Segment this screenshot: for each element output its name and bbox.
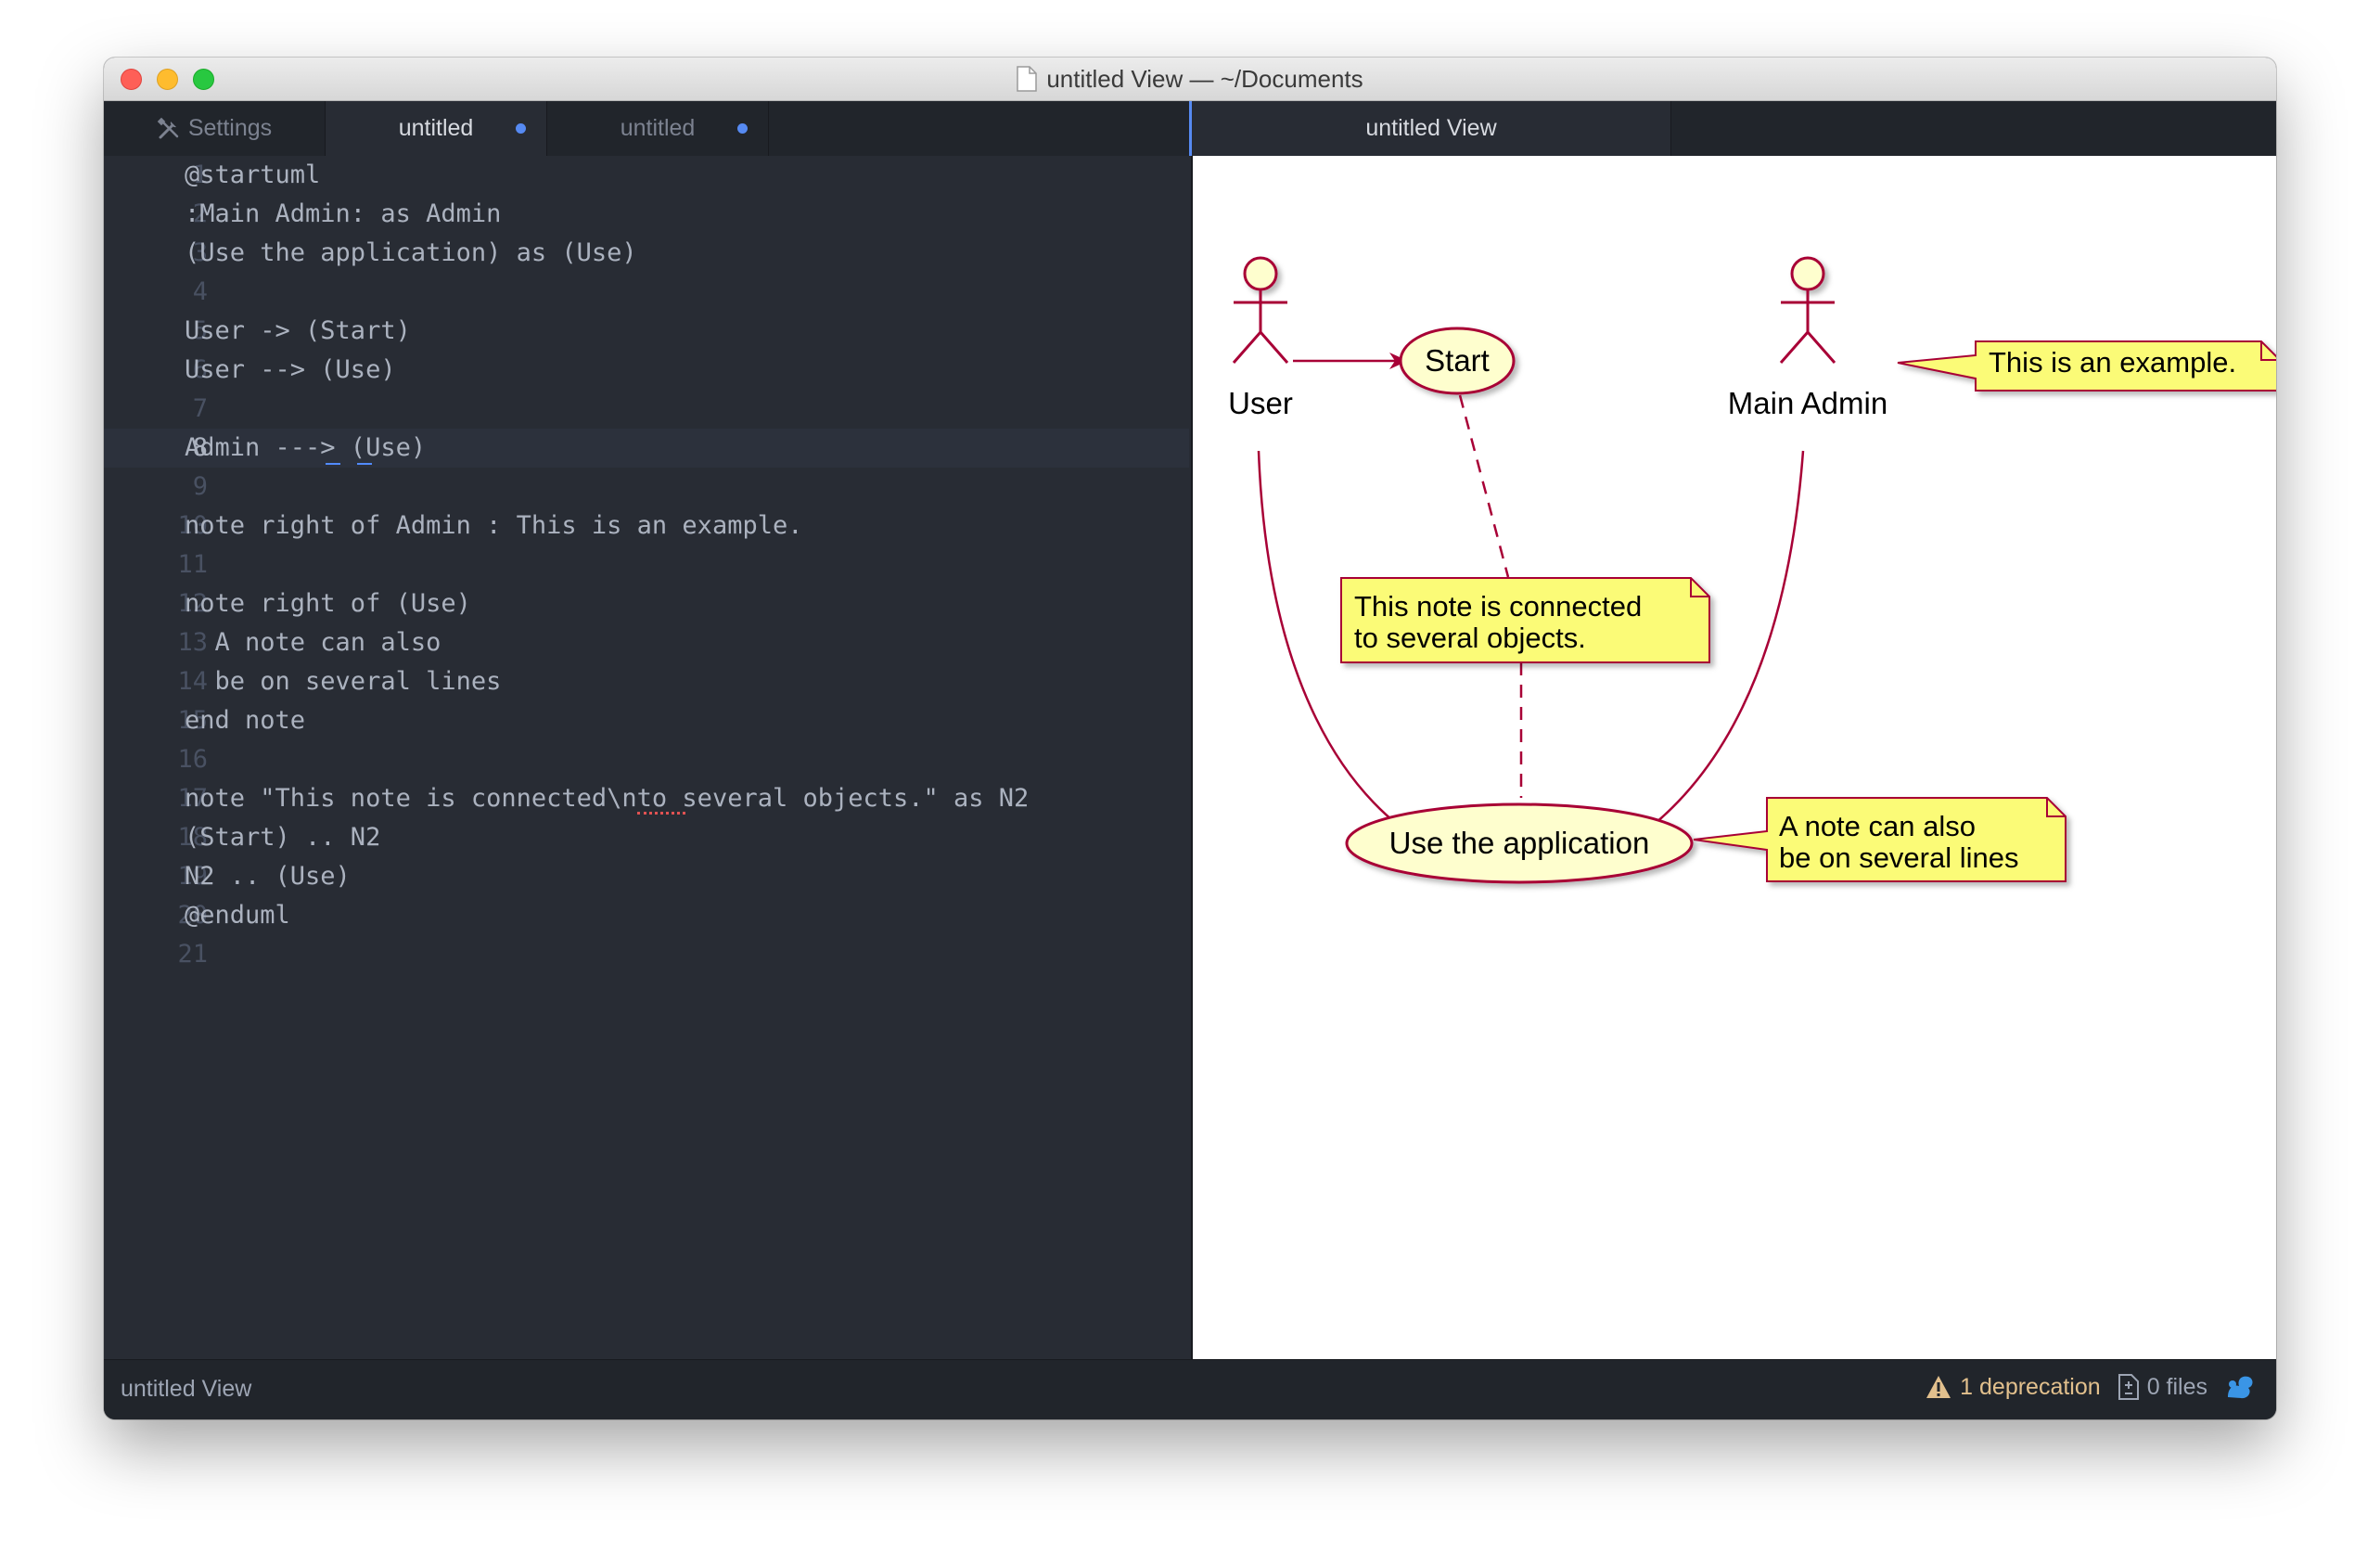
code-line: 1 @startuml (104, 156, 1189, 195)
line-number: 4 (152, 273, 208, 312)
tab-untitled-view[interactable]: untitled View (1189, 101, 1671, 156)
git-files-indicator[interactable]: 0 files (2118, 1373, 2207, 1401)
modified-indicator-icon (516, 123, 526, 134)
note-n2-line1: This note is connected (1354, 590, 1642, 623)
code-line: 16 (104, 740, 1189, 779)
line-text: User --> (Use) (185, 351, 396, 390)
code-line: 3 (Use the application) as (Use) (104, 234, 1189, 273)
status-bar: untitled View 1 deprecation 0 files (104, 1359, 2276, 1419)
code-line: 6 User --> (Use) (104, 351, 1189, 390)
actor-user-icon (1234, 258, 1287, 363)
actor-admin-label: Main Admin (1728, 386, 1887, 420)
file-diff-icon (2118, 1373, 2140, 1401)
link-start-n2 (1460, 395, 1508, 577)
note-use: A note can also be on several lines (1694, 798, 2066, 881)
line-number: 9 (152, 468, 208, 507)
line-text: A note can also (185, 623, 441, 662)
arrow-user-start (1293, 353, 1408, 369)
tab-settings[interactable]: Settings (104, 101, 326, 156)
tab-settings-label: Settings (188, 115, 272, 142)
tab-untitled-view-label: untitled View (1365, 115, 1496, 142)
diagram-preview[interactable]: User Main Admin Start Use curve --> (1191, 156, 2276, 1360)
code-line: 11 (104, 546, 1189, 584)
code-line: 19 N2 .. (Use) (104, 857, 1189, 896)
code-line: 21 (104, 935, 1189, 974)
line-number: 21 (152, 935, 208, 974)
line-text: Admin ---> (Use) (185, 429, 426, 468)
code-line-cursor: 8 Admin ---> (Use) (104, 429, 1189, 468)
status-active-item[interactable]: untitled View (121, 1376, 251, 1403)
line-number: 16 (152, 740, 208, 779)
actor-user-label: User (1228, 386, 1293, 420)
code-line: 17 note "This note is connected\nto seve… (104, 779, 1189, 818)
note-use-line1: A note can also (1779, 810, 1976, 842)
line-text: N2 .. (Use) (185, 857, 351, 896)
tab-bar-empty-right (1671, 101, 2276, 156)
line-text: note "This note is connected\nto several… (185, 779, 1029, 818)
spelling-error-underline (637, 812, 685, 815)
line-text: end note (185, 701, 305, 740)
tab-bar: Settings untitled untitled untitled View (104, 101, 2276, 156)
code-line: 7 (104, 390, 1189, 429)
note-admin-text: This is an example. (1989, 346, 2236, 379)
line-text: User -> (Start) (185, 312, 411, 351)
code-line: 4 (104, 273, 1189, 312)
actor-admin-icon (1781, 258, 1835, 363)
line-text: @startuml (185, 156, 320, 195)
usecase-use-label: Use the application (1389, 826, 1650, 860)
code-line: 20 @enduml (104, 896, 1189, 935)
code-line: 15 end note (104, 701, 1189, 740)
squirrel-update-icon[interactable] (2224, 1373, 2256, 1401)
deprecation-label: 1 deprecation (1960, 1374, 2101, 1401)
code-line: 10 note right of Admin : This is an exam… (104, 507, 1189, 546)
code-line: 14 be on several lines (104, 662, 1189, 701)
zoom-button[interactable] (193, 69, 214, 90)
code-line: 2 :Main Admin: as Admin (104, 195, 1189, 234)
usecase-start-label: Start (1425, 343, 1490, 378)
note-n2: This note is connected to several object… (1341, 578, 1709, 662)
tab-untitled-1-label: untitled (399, 115, 474, 142)
status-right-group: 1 deprecation 0 files (1925, 1373, 2256, 1401)
modified-indicator-icon (737, 123, 748, 134)
line-number: 11 (152, 546, 208, 584)
bracket-match-underline (357, 463, 372, 465)
usecase-start: Start (1401, 328, 1514, 393)
line-text: note right of Admin : This is an example… (185, 507, 802, 546)
note-admin: This is an example. (1898, 341, 2276, 391)
line-text: (Start) .. N2 (185, 818, 380, 857)
code-line: 12 note right of (Use) (104, 584, 1189, 623)
tab-untitled-2-label: untitled (621, 115, 696, 142)
usecase-use: Use the application (1347, 804, 1692, 882)
code-line: 18 (Start) .. N2 (104, 818, 1189, 857)
close-button[interactable] (121, 69, 142, 90)
tools-icon (157, 117, 181, 141)
line-text: (Use the application) as (Use) (185, 234, 637, 273)
line-text: @enduml (185, 896, 290, 935)
line-text: be on several lines (185, 662, 501, 701)
title-bar: untitled View — ~/Documents (104, 58, 2276, 101)
deprecation-indicator[interactable]: 1 deprecation (1925, 1374, 2101, 1401)
minimize-button[interactable] (157, 69, 178, 90)
files-label: 0 files (2147, 1374, 2207, 1401)
code-line: 5 User -> (Start) (104, 312, 1189, 351)
line-number: 7 (152, 390, 208, 429)
uml-diagram: User Main Admin Start Use curve --> (1193, 156, 2276, 1360)
line-text: note right of (Use) (185, 584, 471, 623)
document-icon (1017, 66, 1037, 92)
app-window: untitled View — ~/Documents Settings unt… (104, 58, 2276, 1419)
note-use-line2: be on several lines (1779, 841, 2019, 874)
bracket-match-underline (326, 463, 340, 465)
code-line: 9 (104, 468, 1189, 507)
code-line: 13 A note can also (104, 623, 1189, 662)
note-n2-line2: to several objects. (1354, 622, 1586, 654)
window-title: untitled View — ~/Documents (1046, 65, 1363, 94)
code-editor[interactable]: 1 @startuml 2 :Main Admin: as Admin 3 (U… (104, 156, 1189, 1360)
tab-bar-empty-left (769, 101, 1189, 156)
tab-untitled-2[interactable]: untitled (547, 101, 769, 156)
warning-icon (1925, 1374, 1952, 1400)
window-controls (121, 69, 214, 90)
window-title-group: untitled View — ~/Documents (1017, 65, 1363, 94)
line-text: :Main Admin: as Admin (185, 195, 501, 234)
tab-untitled-1[interactable]: untitled (326, 101, 547, 156)
